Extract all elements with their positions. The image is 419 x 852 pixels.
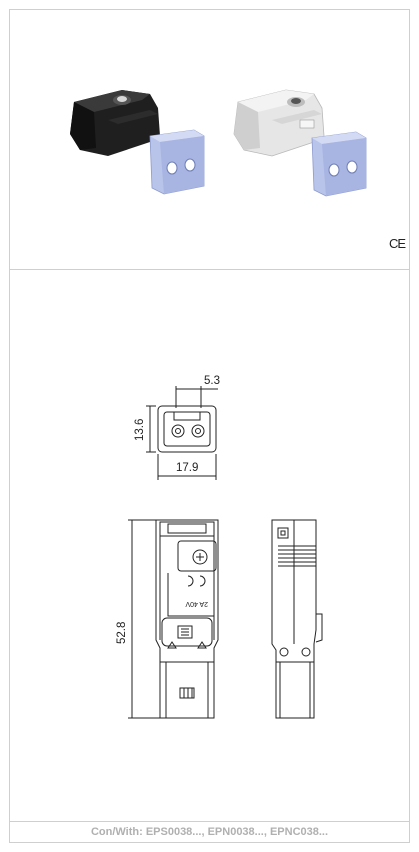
front-view-drawing xyxy=(157,405,217,453)
dimension-pin-spacing: 5.3 xyxy=(175,375,220,408)
compatibility-footer: Con/With: EPS0038..., EPN0038..., EPNC03… xyxy=(10,822,409,842)
dimension-total-length-label: 52.8 xyxy=(116,622,128,644)
dimension-front-height-label: 13.6 xyxy=(134,419,146,441)
product-photos xyxy=(70,89,367,197)
rating-label: 2A 40V xyxy=(185,600,208,607)
dimension-pin-spacing-label: 5.3 xyxy=(204,375,220,387)
technical-drawings: 5.3 13.6 17.9 2A 40V xyxy=(116,375,323,719)
top-view-drawing: 2A 40V xyxy=(155,519,219,719)
dimension-front-width-label: 17.9 xyxy=(176,462,198,474)
side-view-drawing xyxy=(271,519,323,719)
compatibility-text: Con/With: EPS0038..., EPN0038..., EPNC03… xyxy=(90,826,329,838)
dimension-front-width: 17.9 xyxy=(157,454,217,480)
divider-top xyxy=(9,269,410,270)
white-connector-image xyxy=(233,89,367,197)
dimension-front-height: 13.6 xyxy=(134,405,156,453)
black-connector-image xyxy=(70,90,205,195)
dimension-total-length: 52.8 xyxy=(116,519,160,719)
divider-bottom xyxy=(9,821,410,822)
page-frame xyxy=(9,9,410,843)
ce-mark: CE xyxy=(389,236,406,251)
